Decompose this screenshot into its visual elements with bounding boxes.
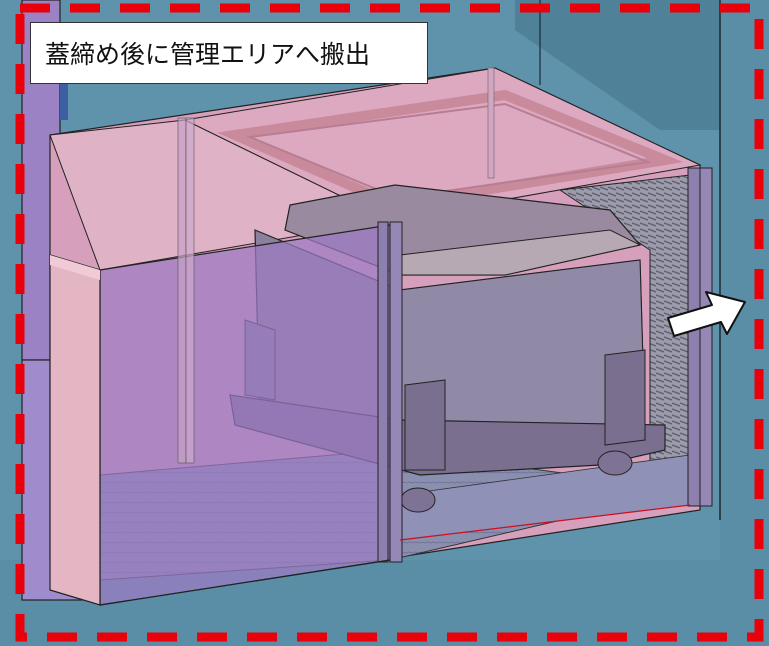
caption-box: 蓋締め後に管理エリアへ搬出 — [30, 22, 428, 84]
floor-edge — [99, 504, 691, 606]
area-dashed-outline — [15, 3, 764, 642]
caption-text: 蓋締め後に管理エリアへ搬出 — [45, 40, 371, 69]
glass-front-panel — [49, 224, 391, 606]
arrow-right-icon — [667, 291, 746, 337]
frame-posts — [177, 67, 713, 563]
